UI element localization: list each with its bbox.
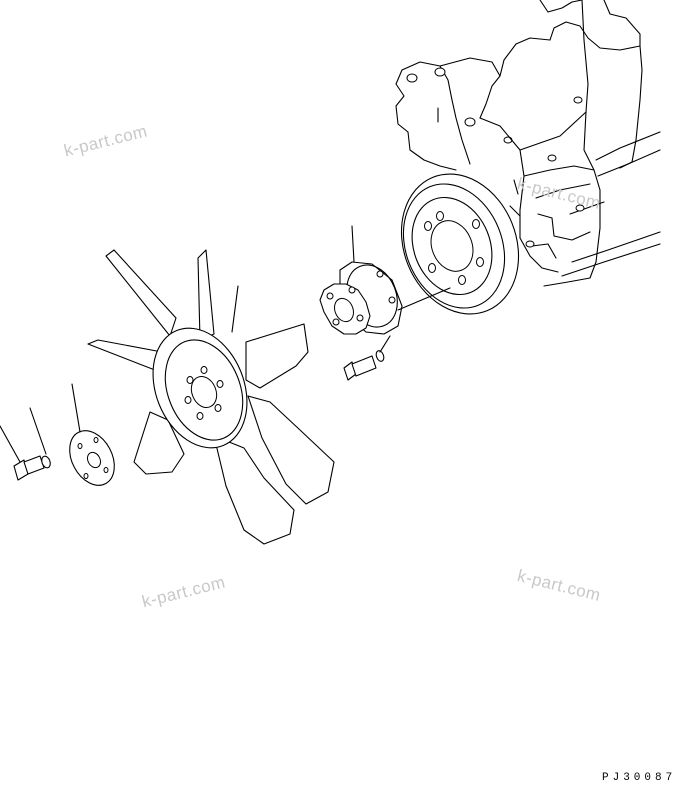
fan-bolt — [13, 455, 51, 481]
fan-plate — [69, 430, 115, 486]
spacer-bolt — [343, 350, 385, 381]
engine-block — [395, 0, 661, 287]
fan-spacer — [319, 261, 403, 335]
cooling-fan — [87, 249, 335, 545]
callout-leaders — [0, 107, 451, 463]
crankshaft-pulley — [400, 173, 520, 315]
drawing-code: PJ30087 — [602, 772, 677, 784]
